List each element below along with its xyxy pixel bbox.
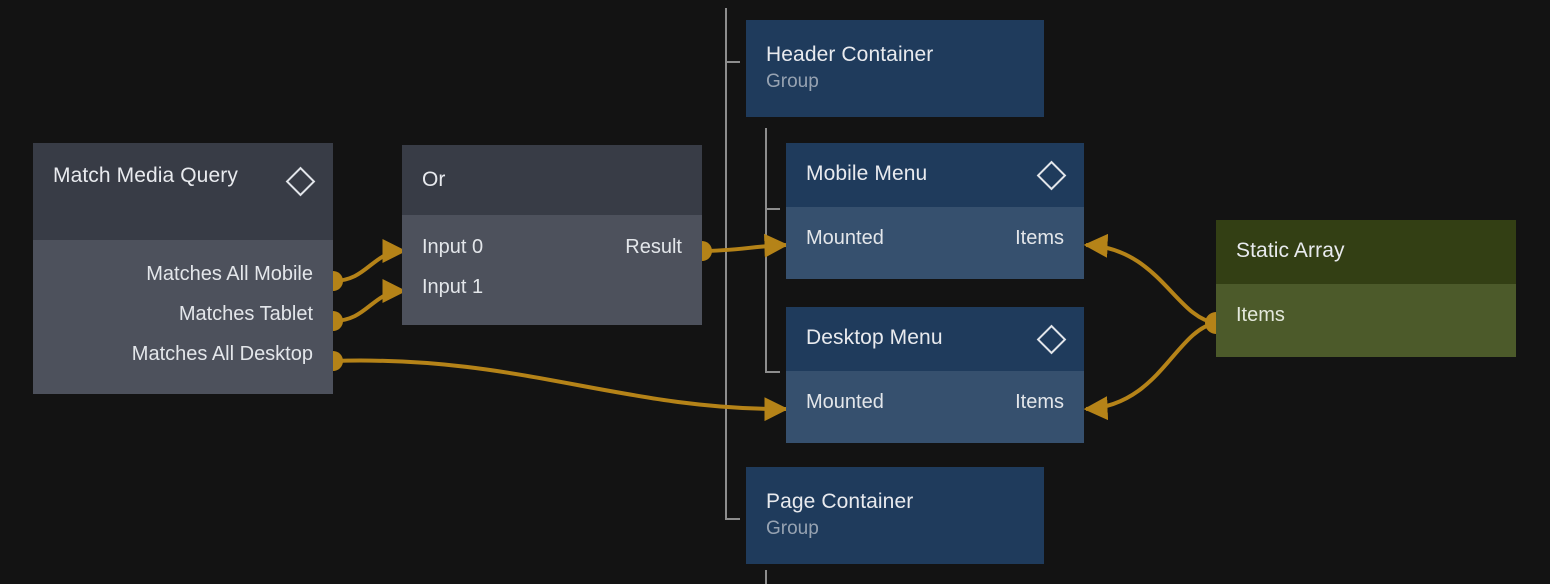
node-header[interactable]: Or xyxy=(402,145,702,215)
edge-items-to-mobilemenu-items xyxy=(1083,233,1217,325)
node-static-array[interactable]: Static Array Items xyxy=(1216,220,1516,357)
port-row[interactable]: Matches All Desktop xyxy=(33,334,333,374)
node-title: Desktop Menu xyxy=(806,326,943,349)
node-page-container[interactable]: Page Container Group xyxy=(746,467,1044,564)
port-row[interactable]: Matches Tablet xyxy=(33,294,333,334)
node-header[interactable]: Header Container Group xyxy=(746,20,1044,117)
node-title: Mobile Menu xyxy=(806,162,928,185)
node-or[interactable]: Or Input 0 Result Input 1 xyxy=(402,145,702,325)
port-label-matches-all-desktop: Matches All Desktop xyxy=(131,343,313,365)
port-label-matches-all-mobile: Matches All Mobile xyxy=(146,263,313,285)
port-label-items: Items xyxy=(1015,227,1064,249)
node-title: Static Array xyxy=(1236,239,1345,262)
node-match-media-query[interactable]: Match Media Query Matches All Mobile Mat… xyxy=(33,143,333,394)
port-row[interactable]: Mounted Items xyxy=(786,382,1084,422)
port-label-input-1: Input 1 xyxy=(422,276,484,298)
node-header[interactable]: Page Container Group xyxy=(746,467,1044,564)
node-body: Mounted Items xyxy=(786,207,1084,279)
tree-line-root-vertical xyxy=(725,8,727,520)
tree-line-stub-header-container xyxy=(725,61,740,63)
node-body: Items xyxy=(1216,284,1516,357)
port-row[interactable]: Mounted Items xyxy=(786,218,1084,258)
port-row[interactable]: Items xyxy=(1216,295,1516,335)
port-label-items: Items xyxy=(1236,304,1285,326)
node-body: Matches All Mobile Matches Tablet Matche… xyxy=(33,240,333,394)
node-subtitle: Group xyxy=(766,518,819,539)
tree-line-stub-mobile-menu xyxy=(765,208,780,210)
edge-desktop-to-desktopmenu-mounted xyxy=(332,358,789,422)
tree-line-stub-page-container xyxy=(725,518,740,520)
port-label-items: Items xyxy=(1015,391,1064,413)
port-row[interactable]: Matches All Mobile xyxy=(33,254,333,294)
node-desktop-menu[interactable]: Desktop Menu Mounted Items xyxy=(786,307,1084,443)
tree-line-stub-desktop-menu xyxy=(765,371,780,373)
node-header[interactable]: Mobile Menu xyxy=(786,143,1084,207)
node-body: Input 0 Result Input 1 xyxy=(402,215,702,325)
node-title: Page Container xyxy=(766,490,914,513)
port-label-matches-tablet: Matches Tablet xyxy=(178,303,313,325)
node-subtitle: Group xyxy=(766,71,819,92)
node-title: Match Media Query xyxy=(53,164,238,187)
node-body: Mounted Items xyxy=(786,371,1084,443)
port-row[interactable]: Input 0 Result xyxy=(402,227,702,267)
tree-line-root-vertical-bottom xyxy=(765,570,767,584)
node-title: Or xyxy=(422,168,446,191)
node-header[interactable]: Desktop Menu xyxy=(786,307,1084,371)
edge-result-to-mobilemenu-mounted xyxy=(701,233,789,258)
port-label-result: Result xyxy=(625,236,682,258)
node-mobile-menu[interactable]: Mobile Menu Mounted Items xyxy=(786,143,1084,279)
node-title: Header Container xyxy=(766,43,934,66)
node-header[interactable]: Static Array xyxy=(1216,220,1516,284)
port-row[interactable]: Input 1 xyxy=(402,267,702,307)
edge-items-to-desktopmenu-items xyxy=(1083,321,1217,421)
port-label-mounted: Mounted xyxy=(806,391,884,413)
edge-tablet-to-input1 xyxy=(332,279,407,323)
node-header[interactable]: Match Media Query xyxy=(33,143,333,240)
port-label-mounted: Mounted xyxy=(806,227,884,249)
tree-line-branch-vertical xyxy=(765,128,767,373)
edge-mobile-to-input0 xyxy=(332,239,407,283)
port-label-input-0: Input 0 xyxy=(422,236,484,258)
node-header-container[interactable]: Header Container Group xyxy=(746,20,1044,117)
